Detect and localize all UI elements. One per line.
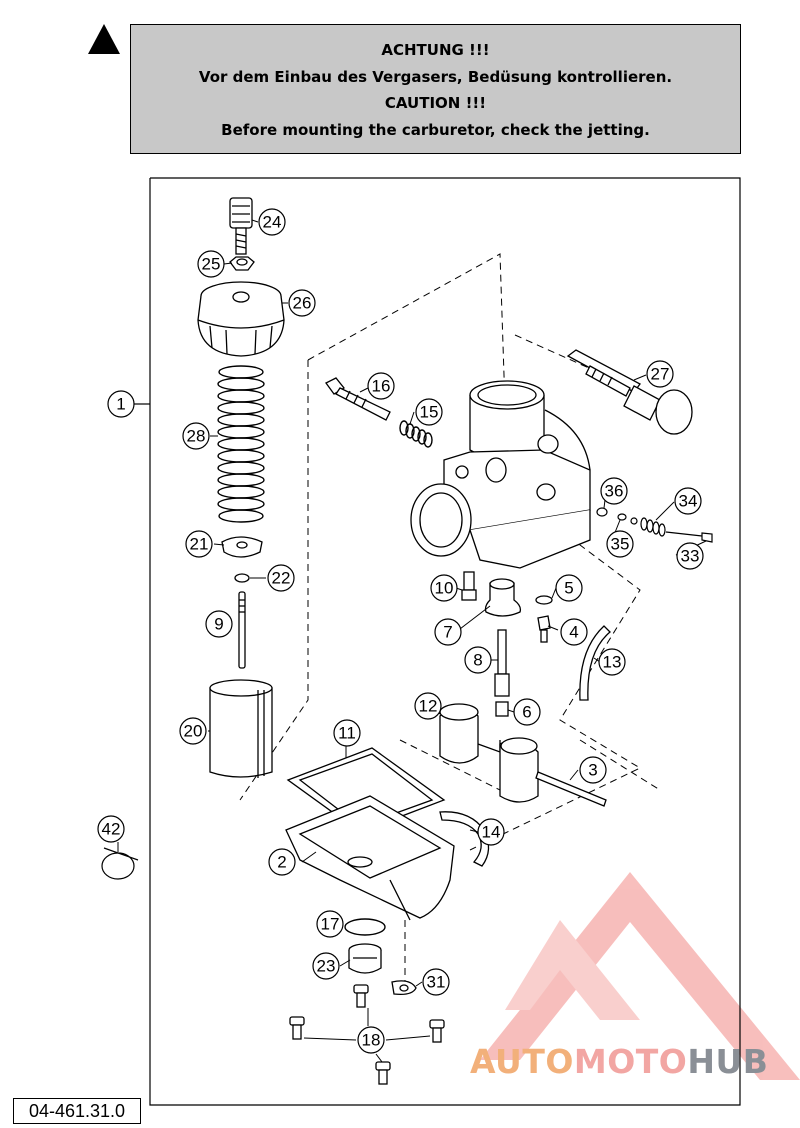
callout-36: 36 [605,482,624,501]
cable-bracket [391,980,417,996]
callout-circles [97,208,704,1054]
callout-15: 15 [420,403,439,422]
callout-34: 34 [679,492,698,511]
part-number-label: 04-461.31.0 [13,1098,141,1124]
callout-6: 6 [522,703,531,722]
o-ring [344,918,386,936]
callout-10: 10 [435,579,454,598]
warning-triangle-icon [88,24,120,54]
air-screw [325,377,391,421]
callout-26: 26 [293,294,312,313]
throttle-slide [209,679,273,778]
watermark-text: AUTOMOTOHUB [470,1042,768,1081]
callout-5: 5 [564,579,573,598]
callout-14: 14 [482,823,501,842]
callout-11: 11 [338,724,356,743]
drain-hose [439,811,490,867]
caution-notice: ACHTUNG !!! Vor dem Einbau des Vergasers… [130,24,741,154]
caution-line-de-text: Vor dem Einbau des Vergasers, Bedüsung k… [198,67,673,86]
callout-13: 13 [603,653,622,672]
choke-plunger [566,349,693,435]
caution-line-en-text: Before mounting the carburetor, check th… [221,120,650,139]
callout-23: 23 [317,957,336,976]
watermark-hub: HUB [687,1042,769,1081]
idle-adjust-parts [596,507,713,543]
callout-18: 18 [362,1031,381,1050]
carburetor-cap [197,281,285,357]
callout-12: 12 [419,697,438,716]
drain-plug [348,943,382,974]
idle-screw [229,197,253,255]
callout-24: 24 [263,213,282,232]
callout-7: 7 [443,623,452,642]
callout-8: 8 [473,651,482,670]
automotohub-logo-icon [480,872,800,1080]
callout-1: 1 [116,395,125,414]
callout-4: 4 [569,623,578,642]
caution-line-en-title: CAUTION !!! [384,94,487,112]
callout-2: 2 [277,853,286,872]
callout-21: 21 [190,535,209,554]
bowl-screws [289,984,445,1085]
jets-group [461,571,553,717]
cable-tie [101,847,139,880]
callout-27: 27 [651,365,670,384]
callout-9: 9 [214,615,223,634]
assembly-frame [134,177,741,1106]
callout-31: 31 [427,973,446,992]
throttle-spring [217,365,265,523]
callout-labels: 1 2 3 4 5 6 7 8 9 10 11 12 13 14 15 16 1… [102,213,700,1050]
float-bowl [285,795,455,921]
needle-retainer-plate [221,536,263,558]
callout-28: 28 [187,427,206,446]
callout-25: 25 [202,255,221,274]
callout-17: 17 [321,915,340,934]
carburetor-body [410,380,591,569]
watermark-moto: MOTO [573,1042,688,1081]
float-pin [535,771,607,807]
vent-hose [579,625,611,701]
jet-needle [238,591,246,669]
callout-42: 42 [102,820,121,839]
callout-35: 35 [611,535,630,554]
needle-clip [234,573,250,583]
callout-20: 20 [184,722,203,741]
caution-line-de-title: ACHTUNG !!! [381,41,490,59]
lock-nut [229,256,255,271]
watermark-auto: AUTO [470,1042,574,1081]
float [439,703,539,803]
callout-22: 22 [272,569,291,588]
callout-3: 3 [588,761,597,780]
callout-16: 16 [372,377,391,396]
callout-33: 33 [681,547,700,566]
